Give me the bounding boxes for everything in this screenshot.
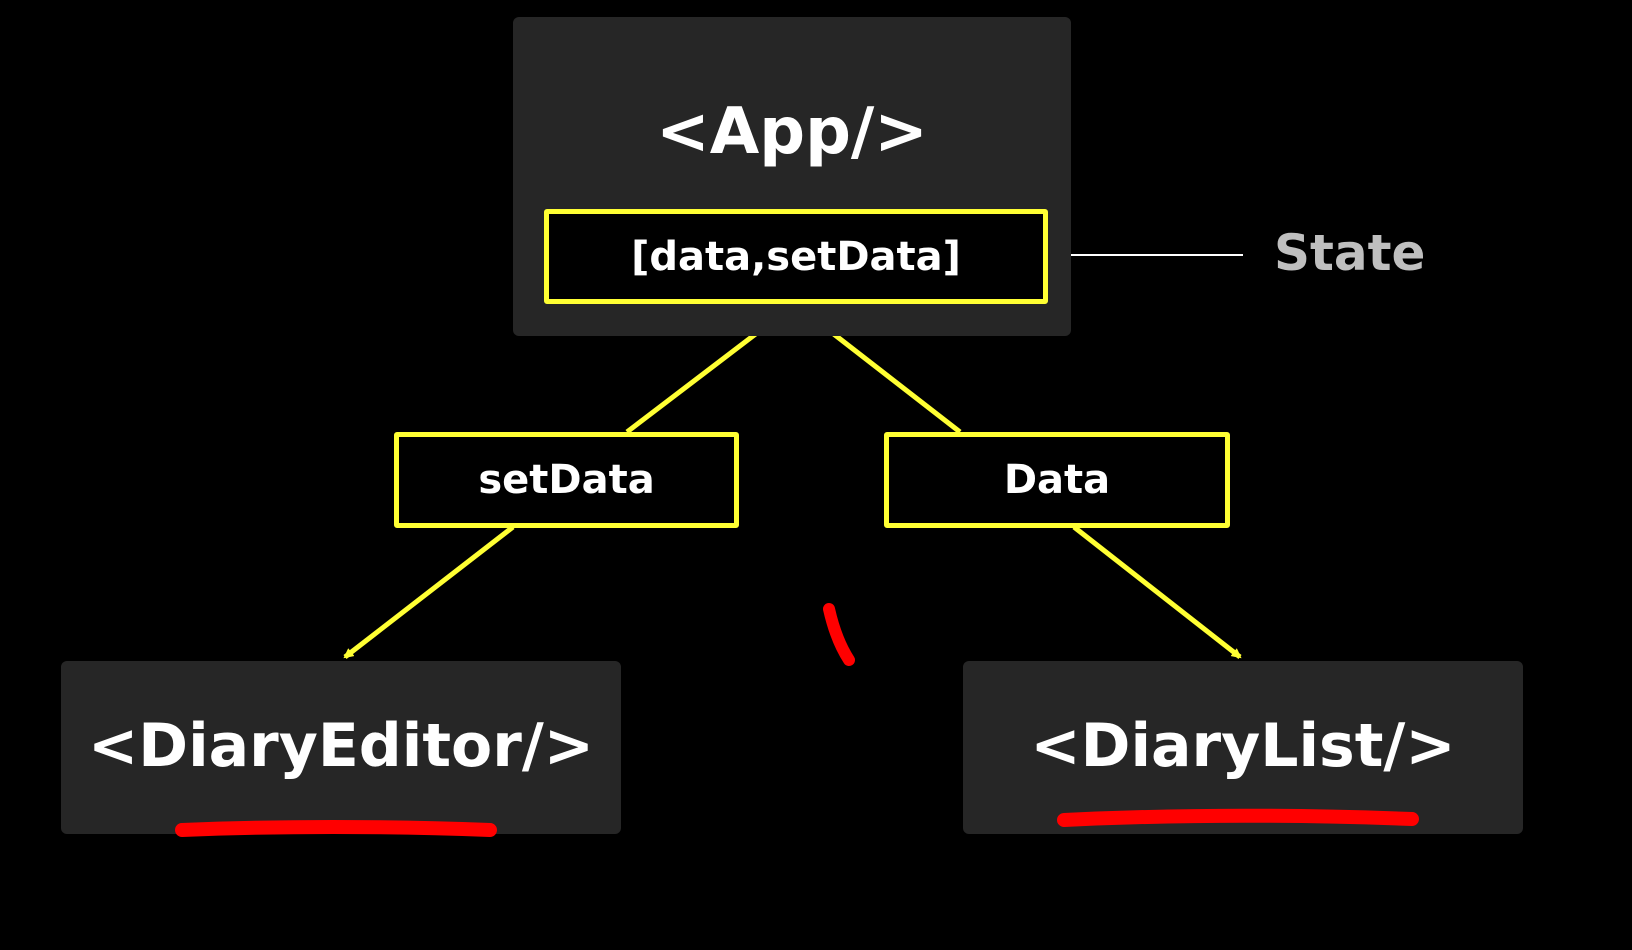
- state-pair-box: [data,setData]: [544, 209, 1048, 304]
- diary-list-node: <DiaryList/>: [963, 661, 1523, 834]
- data-box: Data: [884, 432, 1230, 528]
- state-label: State: [1274, 224, 1426, 282]
- arrow-setdata-to-editor: [343, 525, 515, 659]
- diary-editor-title: <DiaryEditor/>: [87, 711, 594, 781]
- arrow-data-to-list: [1072, 525, 1242, 659]
- app-node-title: <App/>: [656, 95, 928, 169]
- setdata-box: setData: [394, 432, 739, 528]
- diary-editor-node: <DiaryEditor/>: [61, 661, 621, 834]
- stray-pen-mark: [823, 603, 855, 666]
- diary-list-title: <DiaryList/>: [1030, 711, 1456, 781]
